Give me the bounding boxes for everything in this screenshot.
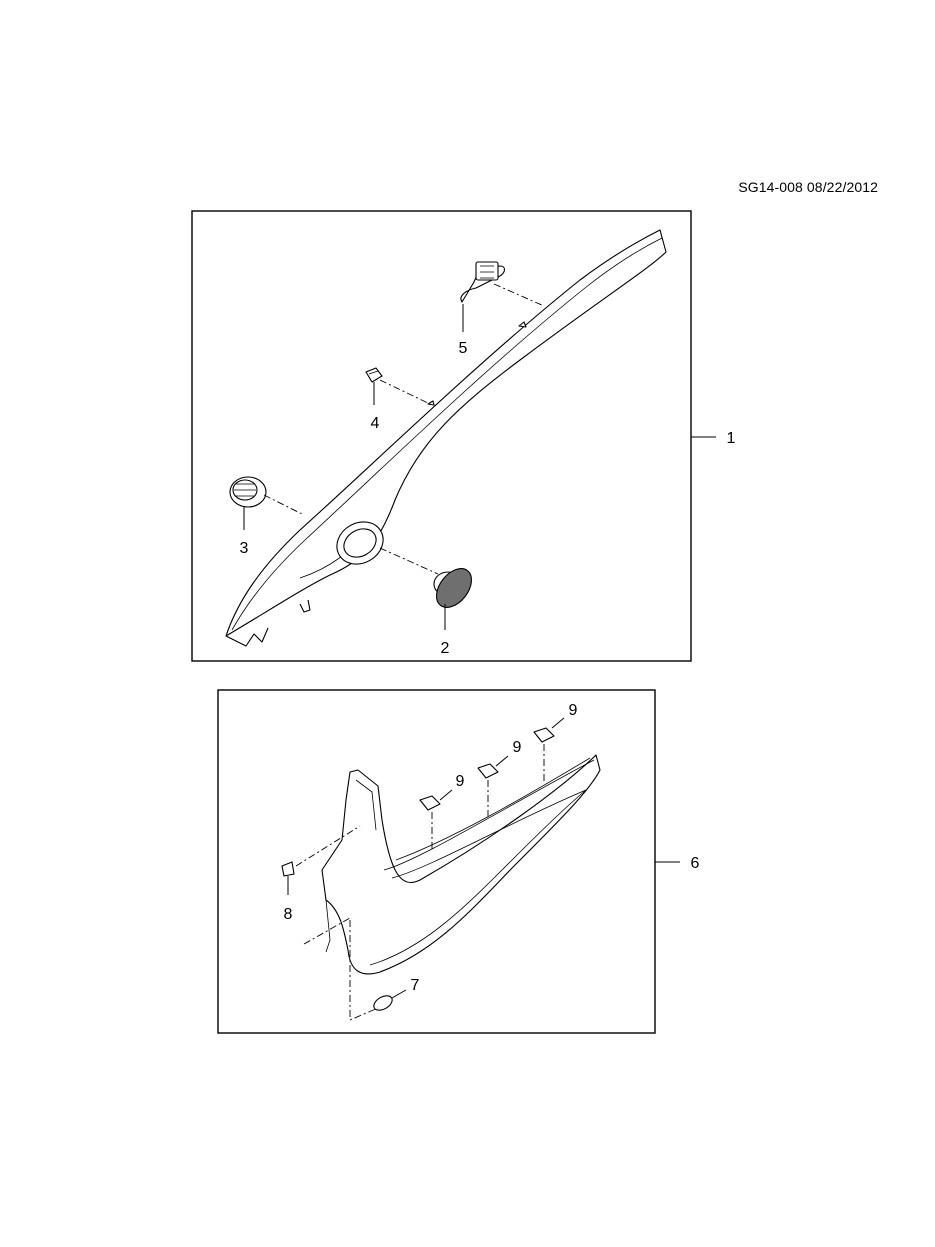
clip-part-4 — [365, 367, 383, 383]
clip-part-9-middle — [477, 763, 499, 779]
lower-assembly-frame — [217, 689, 656, 1034]
callout-1: 1 — [727, 430, 736, 447]
callout-5: 5 — [459, 340, 468, 357]
document-id: SG14-008 08/22/2012 — [738, 179, 878, 195]
clip-part-9-right — [533, 727, 555, 743]
pillar-trim-panel — [225, 229, 667, 647]
callout-7: 7 — [411, 977, 420, 994]
leader-9-left — [439, 789, 453, 801]
grommet-part-3 — [229, 476, 267, 508]
speaker-cap-part-2 — [433, 568, 473, 608]
callout-2: 2 — [441, 640, 450, 657]
leader-7 — [391, 989, 407, 999]
clip-part-9-left — [419, 795, 441, 811]
clip-bracket-part-5 — [460, 261, 506, 303]
callout-9-right: 9 — [569, 702, 578, 719]
dash-line-2 — [379, 547, 439, 575]
upper-assembly-frame — [191, 210, 692, 662]
callout-4: 4 — [371, 415, 380, 432]
dash-line-3 — [263, 494, 303, 515]
dash-line-7-top — [303, 917, 351, 945]
callout-3: 3 — [240, 540, 249, 557]
leader-9-middle — [495, 755, 509, 767]
dash-line-5 — [493, 283, 545, 307]
dash-line-4 — [379, 379, 431, 405]
dash-line-8 — [295, 825, 361, 867]
leader-9-right — [551, 717, 565, 729]
callout-6: 6 — [691, 855, 700, 872]
callout-9-left: 9 — [456, 773, 465, 790]
sill-trim-panel — [321, 754, 601, 975]
callout-9-middle: 9 — [513, 739, 522, 756]
callout-8: 8 — [284, 906, 293, 923]
dash-line-7 — [349, 920, 379, 1021]
plug-part-7 — [373, 995, 393, 1011]
clip-part-8 — [281, 861, 295, 877]
